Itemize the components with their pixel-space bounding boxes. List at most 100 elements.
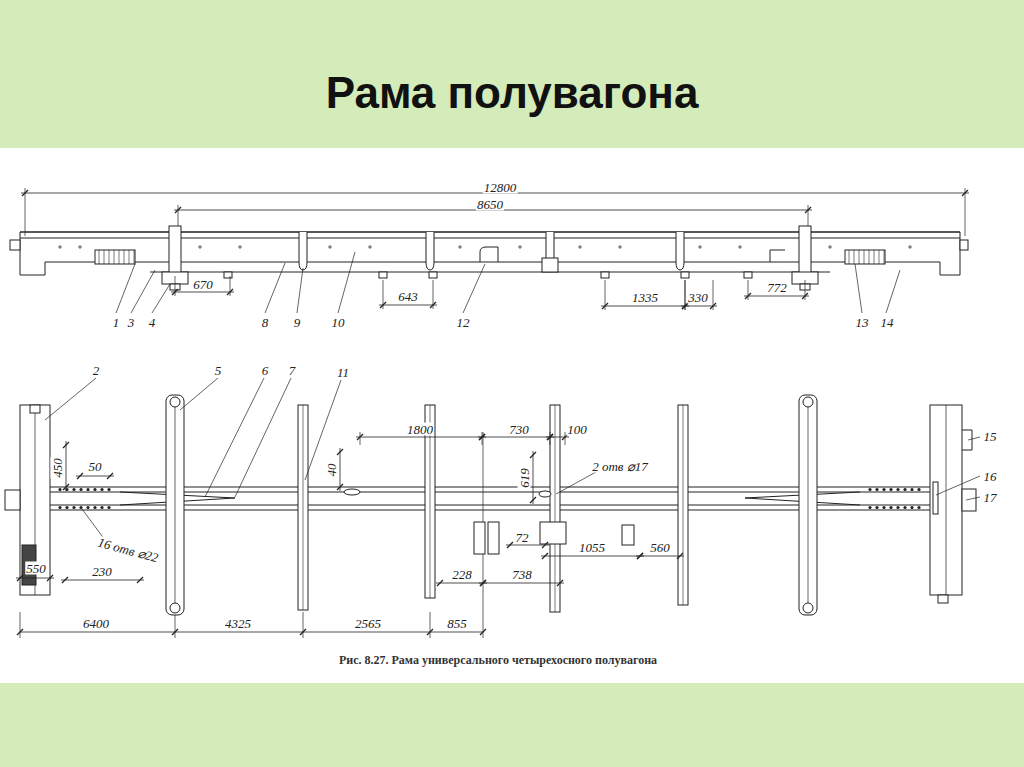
dimension-line xyxy=(541,556,644,557)
floor-plate xyxy=(540,522,566,544)
drawing-label: 730 xyxy=(508,423,530,436)
crossbeam-web xyxy=(683,405,684,605)
extension-line xyxy=(713,280,714,310)
end-beam xyxy=(930,405,962,595)
extension-line xyxy=(748,280,749,300)
hatched-pad xyxy=(845,250,885,264)
extension-line xyxy=(808,205,809,228)
drawing-label: 643 xyxy=(397,290,419,303)
extension-line xyxy=(230,276,231,296)
drawing-label: 738 xyxy=(511,568,533,581)
rivet-mark xyxy=(200,245,201,249)
drawing-label: 550 xyxy=(25,562,47,575)
bolster-web xyxy=(799,226,811,274)
corner-bracket xyxy=(938,595,948,603)
bracket xyxy=(770,250,785,262)
drawing-label: 2 xyxy=(92,364,101,377)
coupler-head xyxy=(5,490,20,510)
drawing-label: 772 xyxy=(766,281,788,294)
hatch-line xyxy=(849,250,850,264)
stop-plate xyxy=(681,272,689,278)
leader-line xyxy=(966,497,980,500)
footer-band xyxy=(0,683,1024,767)
grab-handle xyxy=(962,430,972,450)
drawing-label: 8650 xyxy=(476,198,504,211)
drawing-label: 16 xyxy=(983,470,998,483)
stop-plate xyxy=(429,272,437,278)
end-stop xyxy=(960,240,968,250)
drawing-label: 2565 xyxy=(354,617,382,630)
dimension-line xyxy=(601,306,689,307)
leader-line xyxy=(235,378,291,497)
bolt-hole xyxy=(910,488,913,491)
hatched-pad xyxy=(95,250,135,264)
bolt-hole xyxy=(65,506,68,509)
extension-line xyxy=(175,612,176,638)
leader-line xyxy=(297,268,303,313)
leader-line xyxy=(116,264,135,313)
rivet-mark xyxy=(330,245,331,249)
extension-line xyxy=(805,280,806,300)
hatch-line xyxy=(854,250,855,264)
side-view xyxy=(10,188,969,313)
bolt-hole xyxy=(58,488,61,491)
extension-line xyxy=(20,612,21,638)
floor-plate xyxy=(622,525,634,545)
end-beam xyxy=(20,405,50,595)
bolt-hole xyxy=(868,506,871,509)
drawing-label: 230 xyxy=(91,565,113,578)
bolster-web xyxy=(175,400,176,610)
bolt-hole xyxy=(93,506,96,509)
bolt-hole xyxy=(882,488,885,491)
leader-line xyxy=(45,378,96,420)
dimension-tick xyxy=(507,542,513,548)
hatch-line xyxy=(104,250,105,264)
hole xyxy=(344,489,360,495)
bolt-hole xyxy=(875,488,878,491)
extension-line xyxy=(303,612,304,638)
hatch-line xyxy=(109,250,110,264)
dimension-tick xyxy=(77,473,83,479)
dimension-line xyxy=(379,305,437,306)
coupler-head xyxy=(962,489,976,511)
corner-bracket xyxy=(30,405,40,413)
hatch-line xyxy=(119,250,120,264)
stop-plate xyxy=(224,272,232,278)
dimension-line xyxy=(506,545,549,546)
rivet-mark xyxy=(580,245,581,249)
drawing-label: 4325 xyxy=(224,617,252,630)
bolt-hole xyxy=(100,488,103,491)
drawing-label: 619 xyxy=(518,467,531,489)
dimension-tick xyxy=(479,434,485,440)
rivet-mark xyxy=(240,245,241,249)
extension-line xyxy=(550,432,551,445)
drawing-label: 17 xyxy=(983,491,998,504)
dimension-line xyxy=(61,580,144,581)
leader-line xyxy=(855,264,862,313)
rivet-mark xyxy=(830,245,831,249)
crossbeam-web xyxy=(555,405,556,612)
stop-plate xyxy=(744,272,752,278)
crossbeam xyxy=(299,232,307,270)
crossbeam-web xyxy=(303,405,304,610)
drawing-label: 4 xyxy=(148,316,157,329)
hatch-line xyxy=(114,250,115,264)
extension-line xyxy=(483,612,484,638)
drawing-label: 2 отв ⌀17 xyxy=(591,460,649,473)
drawing-label: 72 xyxy=(515,531,530,544)
bolt-hole xyxy=(896,506,899,509)
crossbeam xyxy=(676,232,684,270)
bolt-hole xyxy=(72,506,75,509)
bolt-hole xyxy=(72,488,75,491)
crossbeam xyxy=(298,405,308,610)
rivet-mark xyxy=(700,245,701,249)
drawing-label: 1055 xyxy=(578,541,606,554)
drawing-label: 7 xyxy=(288,364,297,377)
hook-bracket xyxy=(480,247,498,262)
drawing-label: 1800 xyxy=(406,423,434,436)
dimension-tick xyxy=(337,449,343,455)
dimension-tick xyxy=(17,575,23,581)
dimension-tick xyxy=(530,497,536,503)
floor-plate xyxy=(474,522,485,554)
